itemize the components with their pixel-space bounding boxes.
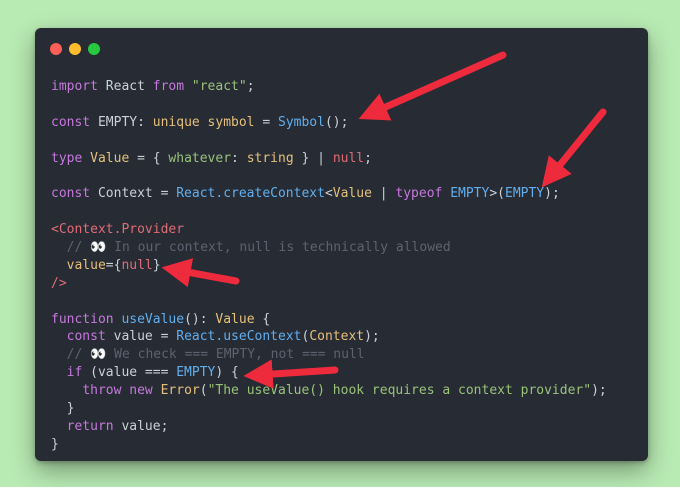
code-line: import React from "react"; xyxy=(51,78,607,96)
keyword: import xyxy=(51,79,98,94)
maximize-dot[interactable] xyxy=(88,43,100,55)
close-dot[interactable] xyxy=(50,43,62,55)
blank-line xyxy=(51,293,607,311)
keyword: if xyxy=(66,365,83,381)
keyword: new xyxy=(129,383,153,399)
type-name: string xyxy=(246,150,294,166)
code-line: /> xyxy=(51,275,607,293)
code-text xyxy=(184,79,192,94)
keyword: type xyxy=(51,150,83,166)
blank-line xyxy=(51,96,607,114)
code-text: } xyxy=(51,436,59,452)
keyword: const xyxy=(66,329,106,345)
code-text xyxy=(51,258,67,273)
code-text: React xyxy=(97,79,153,94)
comment: // 👀 We check === EMPTY, not === null xyxy=(51,347,365,363)
code-text xyxy=(51,365,67,380)
code-line: <Context.Provider xyxy=(51,221,607,239)
code-text: ( xyxy=(199,383,208,399)
code-window: import React from "react"; const EMPTY: u… xyxy=(35,28,648,461)
code-text: ( xyxy=(301,329,310,345)
code-text: ) { xyxy=(215,365,239,381)
code-text: | xyxy=(371,186,396,202)
code-text xyxy=(51,329,67,344)
property-name: whatever xyxy=(168,150,232,166)
code-line: // 👀 In our context, null is technically… xyxy=(51,239,607,257)
jsx-tag: /> xyxy=(51,275,67,291)
blank-line xyxy=(51,167,607,185)
function-name: React.createContext xyxy=(176,186,325,202)
type-name: Value xyxy=(215,311,255,327)
code-text: } xyxy=(152,257,161,273)
code-text: value; xyxy=(113,418,169,434)
jsx-tag: <Context.Provider xyxy=(51,222,185,238)
keyword: const xyxy=(51,114,91,130)
minimize-dot[interactable] xyxy=(69,43,81,55)
code-text: ; xyxy=(246,79,255,94)
string-literal: "The useValue() hook requires a context … xyxy=(207,383,592,399)
type-name: Error xyxy=(160,383,200,399)
code-text: } | xyxy=(293,150,333,166)
type-name: unique symbol xyxy=(152,114,255,130)
keyword: typeof xyxy=(395,186,443,202)
null-literal: null xyxy=(121,257,153,273)
code-text: ; xyxy=(364,150,372,166)
keyword: throw xyxy=(82,383,122,399)
code-text: } xyxy=(51,401,75,417)
code-text: ); xyxy=(364,329,380,345)
code-line: value={null} xyxy=(51,257,607,275)
code-line: type Value = { whatever: string } | null… xyxy=(51,150,607,168)
code-line: const value = React.useContext(Context); xyxy=(51,328,607,346)
identifier: EMPTY xyxy=(176,365,216,381)
code-text: Context = xyxy=(90,186,177,202)
code-line: // 👀 We check === EMPTY, not === null xyxy=(51,346,607,364)
identifier: EMPTY xyxy=(505,186,545,202)
type-name: Value xyxy=(332,186,372,202)
function-name: Symbol xyxy=(278,114,325,130)
code-line: function useValue(): Value { xyxy=(51,311,607,329)
code-line: const EMPTY: unique symbol = Symbol(); xyxy=(51,114,607,132)
blank-line xyxy=(51,132,607,150)
type-name: Context xyxy=(309,329,365,345)
code-text: = { xyxy=(129,150,169,166)
code-text: ); xyxy=(591,383,607,399)
code-text: : xyxy=(231,150,247,166)
code-text: ); xyxy=(544,186,560,202)
code-text: (): xyxy=(184,311,216,327)
code-text: EMPTY: xyxy=(90,114,153,130)
null-literal: null xyxy=(332,150,365,166)
code-line: } xyxy=(51,400,607,418)
code-text: < xyxy=(324,186,333,202)
string-literal: "react" xyxy=(191,79,247,94)
code-line: throw new Error("The useValue() hook req… xyxy=(51,382,607,400)
code-text: >( xyxy=(489,186,505,202)
code-line: if (value === EMPTY) { xyxy=(51,364,607,382)
blank-line xyxy=(51,203,607,221)
function-name: useValue xyxy=(121,311,185,327)
code-text: (); xyxy=(324,114,349,130)
code-text xyxy=(51,419,67,434)
code-text: ={ xyxy=(105,257,122,273)
code-block: import React from "react"; const EMPTY: u… xyxy=(51,78,607,454)
code-text xyxy=(82,151,90,166)
code-line: const Context = React.createContext<Valu… xyxy=(51,185,607,203)
code-text xyxy=(51,383,82,398)
type-name: Value xyxy=(90,150,130,166)
comment: // 👀 In our context, null is technically… xyxy=(51,240,451,256)
code-line: return value; xyxy=(51,418,607,436)
keyword: return xyxy=(66,418,114,434)
code-text: = xyxy=(254,114,278,130)
code-text: (value === xyxy=(82,365,177,381)
code-text xyxy=(153,383,161,398)
jsx-attribute: value xyxy=(66,257,106,273)
code-text: value = xyxy=(105,329,177,345)
code-line: } xyxy=(51,436,607,454)
keyword: function xyxy=(51,311,114,327)
keyword: const xyxy=(51,186,91,202)
function-name: React.useContext xyxy=(176,329,302,345)
code-text: { xyxy=(254,311,271,327)
window-controls xyxy=(50,43,100,55)
keyword: from xyxy=(152,79,185,94)
identifier: EMPTY xyxy=(450,186,490,202)
